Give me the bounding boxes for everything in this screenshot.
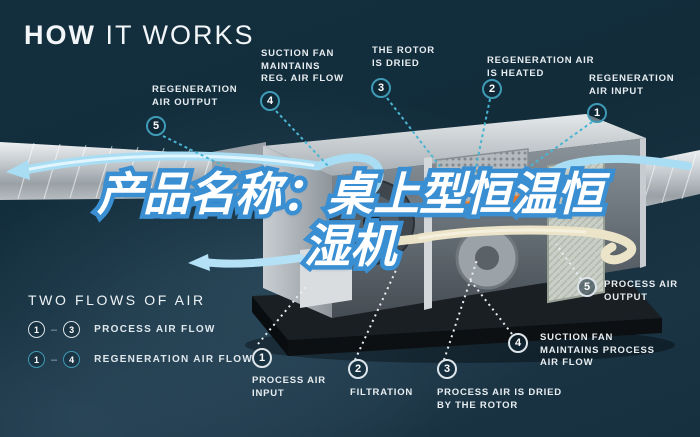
legend-item-process: 1 – 3 PROCESS AIR FLOW [28, 321, 253, 338]
legend-badge-to: 3 [63, 321, 81, 338]
callout-suction-fan-process: SUCTION FAN MAINTAINS PROCESS AIR FLOW [540, 332, 655, 369]
product-name-overlay: 产品名称：桌上型恒温恒 产品名称：桌上型恒温恒 湿机 湿机 [0, 164, 700, 277]
step-badge-process-2: 2 [348, 359, 368, 379]
desiccant-rotor [435, 148, 529, 211]
product-name-line1: 产品名称：桌上型恒温恒 产品名称：桌上型恒温恒 [93, 164, 608, 225]
step-badge-process-1: 1 [252, 348, 272, 368]
callout-regeneration-air-input: REGENERATION AIR INPUT [589, 73, 675, 97]
step-badge-process-5: 5 [577, 277, 597, 297]
condensate-box [300, 244, 352, 308]
callout-process-air-dried: PROCESS AIR IS DRIED BY THE ROTOR [437, 387, 562, 411]
page-title-bold: HOW [24, 20, 96, 50]
callout-rotor-dried: THE ROTOR IS DRIED [372, 45, 435, 69]
legend-badge-to: 4 [63, 351, 81, 368]
step-badge-regen-3: 3 [371, 78, 391, 98]
step-badge-process-4: 4 [508, 333, 528, 353]
regeneration-leader-lines [162, 97, 593, 187]
legend: TWO FLOWS OF AIR 1 – 3 PROCESS AIR FLOW … [28, 292, 253, 368]
step-badge-regen-2: 2 [482, 79, 502, 99]
step-badge-regen-5: 5 [146, 116, 166, 136]
callout-filtration: FILTRATION [350, 387, 414, 398]
callout-regeneration-air-output: REGENERATION AIR OUTPUT [152, 84, 238, 108]
regeneration-airflow-ribbons [6, 151, 692, 271]
legend-badge-from: 1 [28, 321, 45, 338]
legend-item-regeneration: 1 – 4 REGENERATION AIR FLOW [28, 351, 253, 368]
legend-range-dash: – [51, 353, 58, 366]
step-badge-regen-4: 4 [260, 91, 280, 111]
legend-item-label: REGENERATION AIR FLOW [94, 354, 254, 365]
callout-process-air-input: PROCESS AIR INPUT [252, 375, 326, 399]
page-title-light: IT WORKS [105, 20, 255, 50]
callout-process-air-output: PROCESS AIR OUTPUT [604, 279, 678, 303]
legend-heading: TWO FLOWS OF AIR [28, 292, 206, 308]
legend-range-dash: – [51, 323, 58, 336]
process-airflow-ribbons [355, 225, 637, 265]
callout-regeneration-air-heated: REGENERATION AIR IS HEATED [487, 55, 595, 79]
step-badge-process-3: 3 [437, 359, 457, 379]
step-badge-regen-1: 1 [587, 103, 607, 123]
page-title: HOW IT WORKS [24, 20, 255, 51]
legend-badge-from: 1 [28, 351, 45, 368]
product-name-line2: 湿机 湿机 [300, 216, 401, 277]
callout-suction-fan-reg: SUCTION FAN MAINTAINS REG. AIR FLOW [261, 48, 344, 85]
heater-element [431, 193, 529, 216]
process-leader-lines [257, 243, 582, 361]
legend-item-label: PROCESS AIR FLOW [94, 324, 216, 335]
